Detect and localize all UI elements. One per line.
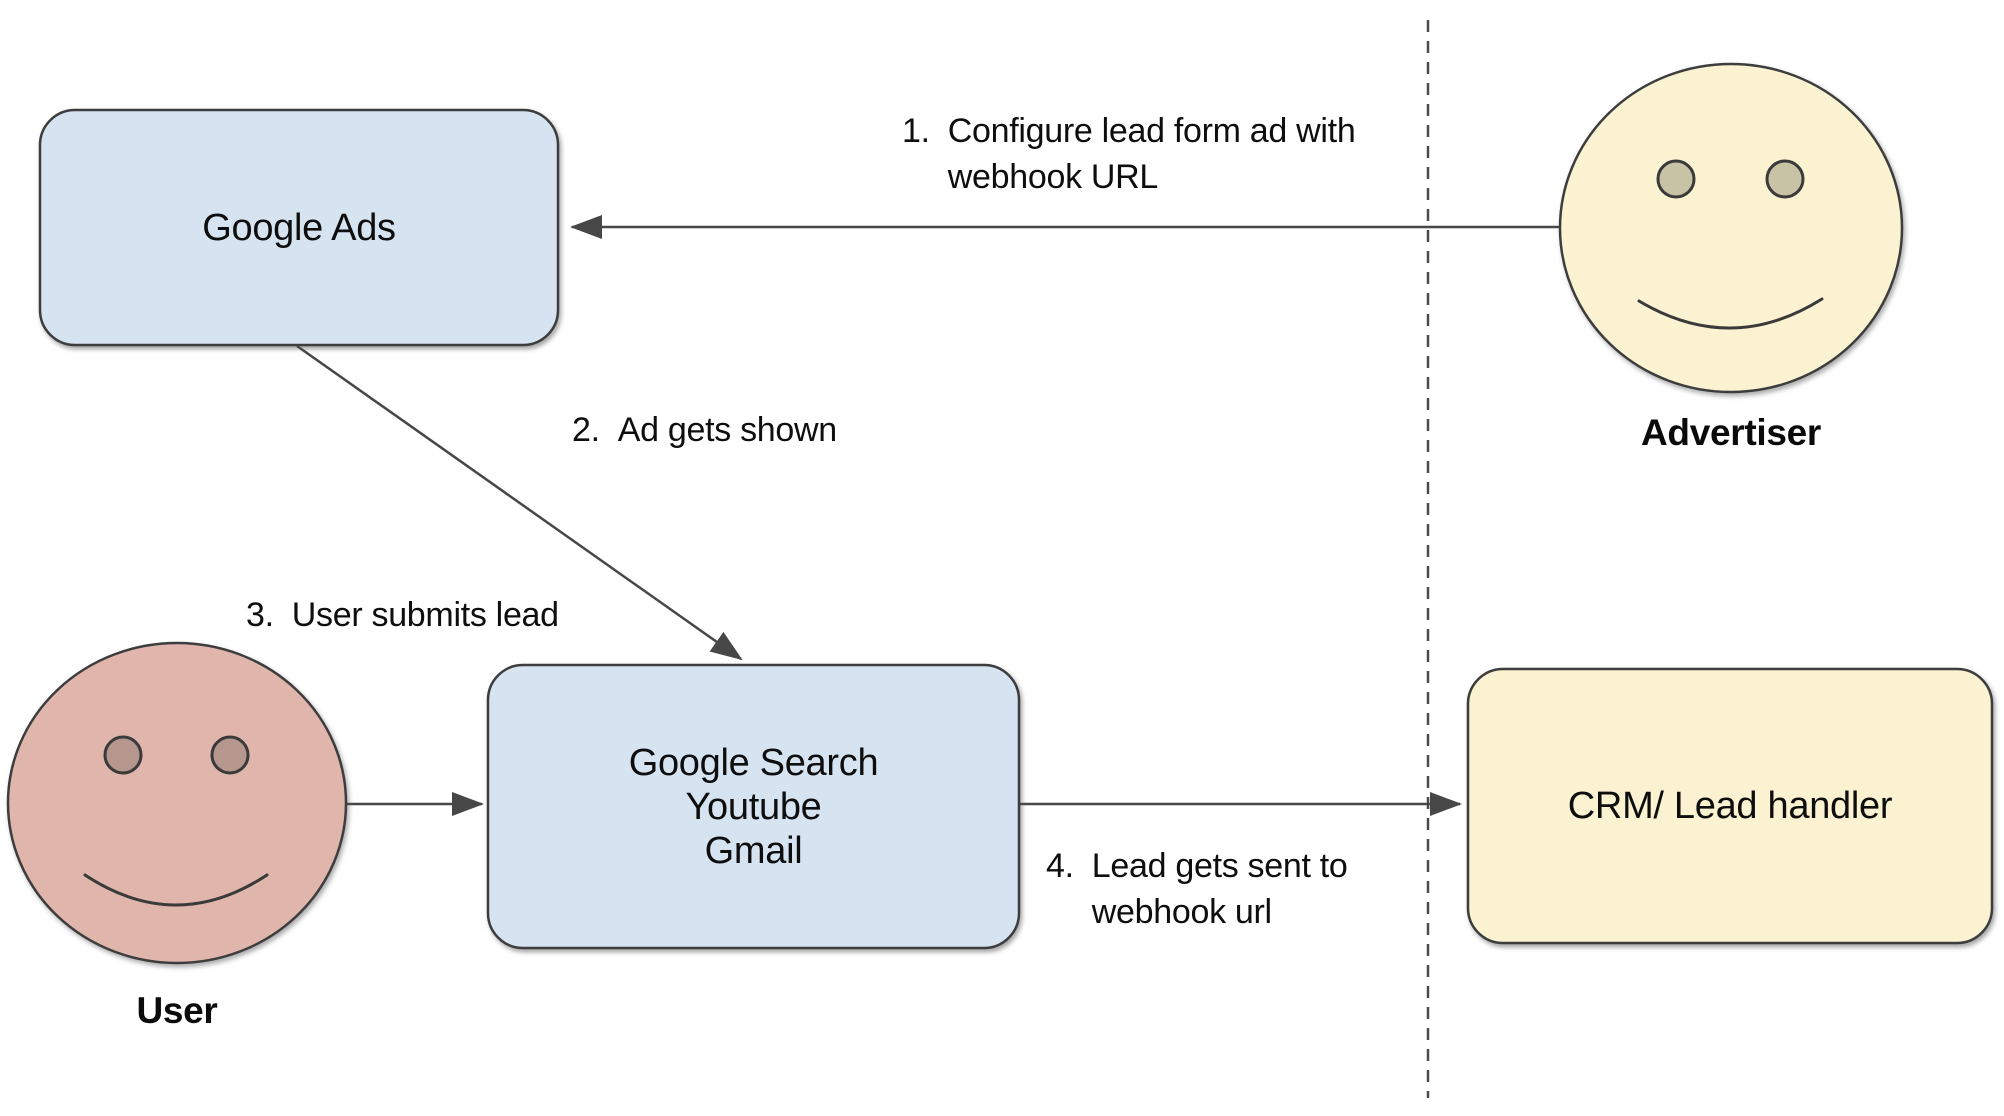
google-ads-label: Google Ads	[202, 206, 396, 249]
step1-label: 1. Configure lead form ad with webhook U…	[902, 108, 1356, 200]
advertiser-name-label: Advertiser	[1640, 412, 1822, 453]
advertiser-smile	[1637, 297, 1824, 330]
user-right-eye	[210, 735, 250, 775]
step4-text-line2: webhook url	[1091, 893, 1272, 931]
google-ads-box	[38, 108, 560, 347]
step1-text-line2: webhook URL	[947, 158, 1159, 196]
user-smile	[83, 873, 269, 907]
google-surfaces-line-3: Gmail	[704, 829, 803, 872]
step4-text-line1: Lead gets sent to	[1091, 847, 1348, 885]
step2-number: 2.	[572, 411, 600, 449]
step2-label: 2. Ad gets shown	[572, 407, 837, 453]
user-left-eye	[103, 735, 143, 775]
google-surfaces-label: Google Search Youtube Gmail	[488, 665, 1019, 948]
step3-text: User submits lead	[291, 596, 559, 634]
google-surfaces-box	[486, 663, 1021, 950]
crm-lead-handler-label: CRM/ Lead handler	[1567, 785, 1893, 827]
step1-number: 1.	[902, 112, 930, 150]
step1-text: Configure lead form ad with webhook URL	[948, 108, 1356, 200]
step3-label: 3. User submits lead	[246, 592, 559, 638]
google-surfaces-line-1: Google Search	[628, 741, 879, 784]
user-name-label: User	[136, 990, 218, 1031]
crm-lead-handler-box	[1466, 667, 1994, 945]
advertiser-right-eye	[1765, 159, 1805, 199]
user-face-circle	[6, 641, 348, 965]
advertiser-left-eye	[1656, 159, 1696, 199]
step1-text-line1: Configure lead form ad with	[947, 112, 1356, 150]
step4-text: Lead gets sent to webhook url	[1092, 843, 1348, 935]
advertiser-face-icon	[1558, 62, 1904, 394]
google-surfaces-line-2: Youtube	[685, 785, 822, 828]
step2-text: Ad gets shown	[617, 411, 837, 449]
step4-number: 4.	[1046, 847, 1074, 885]
arrow-step2-google-ads-to-surfaces	[296, 344, 743, 661]
user-face-icon	[6, 641, 348, 965]
step4-label: 4. Lead gets sent to webhook url	[1046, 843, 1348, 935]
advertiser-face-circle	[1558, 62, 1904, 394]
step3-number: 3.	[246, 596, 274, 634]
